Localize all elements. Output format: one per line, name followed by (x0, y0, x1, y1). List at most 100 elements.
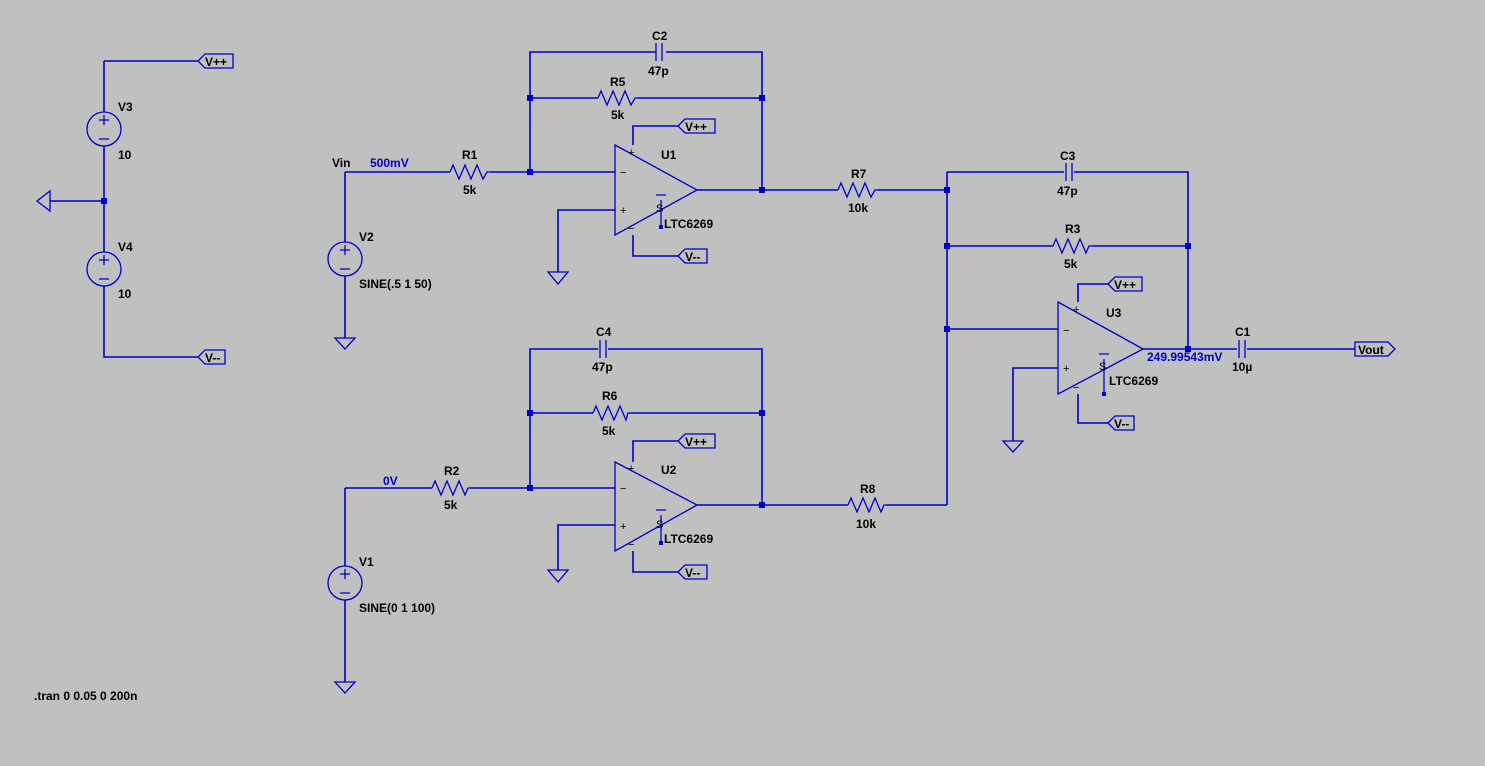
v1-name-label: V1 (359, 555, 374, 569)
ground-icon (546, 569, 570, 584)
svg-text:S: S (1099, 361, 1106, 373)
svg-text:+: + (1073, 304, 1079, 316)
net-flag-vpp-u3[interactable]: V++ (1107, 276, 1143, 292)
c4-name-label: C4 (596, 325, 612, 339)
r6-value-label: 5k (602, 424, 616, 438)
v2-name-label: V2 (359, 230, 374, 244)
r3-name-label: R3 (1065, 222, 1081, 236)
resistor-r2[interactable]: R2 5k (431, 464, 470, 512)
r5-value-label: 5k (611, 108, 625, 122)
svg-text:−: − (620, 483, 626, 495)
r5-name-label: R5 (610, 75, 626, 89)
net-flag-vpp-u1[interactable]: V++ (677, 118, 716, 134)
svg-text:V--: V-- (1114, 417, 1129, 431)
r3-value-label: 5k (1064, 257, 1078, 271)
svg-text:S: S (656, 519, 663, 531)
u3-name-label: U3 (1106, 306, 1122, 320)
svg-text:−: − (628, 539, 634, 551)
spice-directive[interactable]: .tran 0 0.05 0 200n (34, 689, 137, 703)
r2-value-label: 5k (444, 498, 458, 512)
svg-text:V++: V++ (685, 435, 707, 449)
svg-text:V--: V-- (205, 351, 220, 365)
svg-text:V--: V-- (685, 566, 700, 580)
resistor-r1[interactable]: R1 5k (449, 148, 490, 197)
svg-text:+: + (628, 463, 634, 475)
svg-text:+: + (620, 205, 626, 217)
c1-value-label: 10µ (1232, 360, 1252, 374)
capacitor-c2[interactable]: C2 47p (648, 29, 669, 78)
resistor-r3[interactable]: R3 5k (1052, 222, 1092, 271)
r1-name-label: R1 (462, 148, 478, 162)
opamp-u2[interactable]: − + + − S U2 LTC6269 (614, 460, 713, 553)
voltage-source-v3[interactable]: V3 10 (86, 100, 133, 162)
u1-name-label: U1 (661, 148, 677, 162)
svg-text:−: − (1063, 325, 1069, 337)
voltage-source-v4[interactable]: V4 10 (86, 240, 133, 301)
net-flag-vmm-supply[interactable]: V-- (197, 349, 226, 365)
ground-icon (333, 681, 357, 694)
opamp-u3[interactable]: − + + − S U3 LTC6269 (1057, 300, 1158, 396)
net-flag-vpp-u2[interactable]: V++ (677, 433, 716, 449)
r7-value-label: 10k (848, 201, 868, 215)
c3-value-label: 47p (1057, 184, 1078, 198)
v4-name-label: V4 (118, 240, 133, 254)
ground-icon (1001, 440, 1025, 453)
u1-model-label: LTC6269 (664, 217, 713, 231)
resistor-r8[interactable]: R8 10k (847, 482, 887, 531)
c4-value-label: 47p (592, 360, 613, 374)
vin-voltage-annotation: 500mV (370, 156, 409, 170)
v1-value-label: SINE(0 1 100) (359, 601, 435, 615)
v3-name-label: V3 (118, 100, 133, 114)
voltage-source-v1[interactable]: V1 SINE(0 1 100) (327, 555, 435, 615)
u2-model-label: LTC6269 (664, 532, 713, 546)
svg-text:−: − (1073, 382, 1079, 394)
ground-icon (546, 271, 570, 286)
voltage-source-v2[interactable]: V2 SINE(.5 1 50) (327, 230, 432, 291)
svg-text:−: − (628, 223, 634, 235)
v4-value-label: 10 (118, 287, 132, 301)
net-flag-vmm-u2[interactable]: V-- (677, 564, 708, 580)
capacitor-c3[interactable]: C3 47p (1057, 149, 1078, 198)
svg-text:+: + (1063, 363, 1069, 375)
net-name-vin[interactable]: Vin (332, 156, 350, 170)
resistor-r7[interactable]: R7 10k (837, 167, 878, 215)
u3-model-label: LTC6269 (1109, 374, 1158, 388)
net-flag-vout[interactable]: Vout (1354, 341, 1396, 357)
svg-text:V++: V++ (205, 55, 227, 69)
ground-arrow-icon (35, 189, 51, 213)
ground-icon (333, 337, 357, 350)
capacitor-c1[interactable]: C1 10µ (1232, 325, 1252, 374)
capacitor-c4[interactable]: C4 47p (592, 325, 613, 374)
v1-voltage-annotation: 0V (383, 474, 398, 488)
svg-text:+: + (620, 521, 626, 533)
output-voltage-annotation: 249.99543mV (1147, 350, 1222, 364)
svg-text:S: S (656, 203, 663, 215)
v2-value-label: SINE(.5 1 50) (359, 277, 432, 291)
r2-name-label: R2 (444, 464, 460, 478)
ground-symbols (35, 189, 1025, 694)
net-flag-vmm-u1[interactable]: V-- (677, 248, 708, 264)
u2-name-label: U2 (661, 463, 677, 477)
r8-name-label: R8 (860, 482, 876, 496)
c1-name-label: C1 (1235, 325, 1251, 339)
svg-text:Vout: Vout (1358, 343, 1384, 357)
svg-text:+: + (628, 147, 634, 159)
svg-text:V++: V++ (1114, 278, 1136, 292)
svg-text:V++: V++ (685, 120, 707, 134)
net-flag-vmm-u3[interactable]: V-- (1107, 415, 1135, 431)
wires (50, 51, 1355, 682)
svg-text:−: − (620, 167, 626, 179)
r6-name-label: R6 (602, 389, 618, 403)
junctions (101, 95, 1191, 508)
v3-value-label: 10 (118, 148, 132, 162)
resistor-r5[interactable]: R5 5k (597, 75, 638, 122)
resistor-r6[interactable]: R6 5k (592, 389, 630, 438)
c3-name-label: C3 (1060, 149, 1076, 163)
c2-value-label: 47p (648, 64, 669, 78)
svg-text:V--: V-- (685, 250, 700, 264)
net-flag-vpp-supply[interactable]: V++ (197, 53, 234, 69)
opamp-u1[interactable]: − + + − S U1 LTC6269 (614, 143, 713, 237)
r1-value-label: 5k (463, 183, 477, 197)
r7-name-label: R7 (851, 167, 867, 181)
